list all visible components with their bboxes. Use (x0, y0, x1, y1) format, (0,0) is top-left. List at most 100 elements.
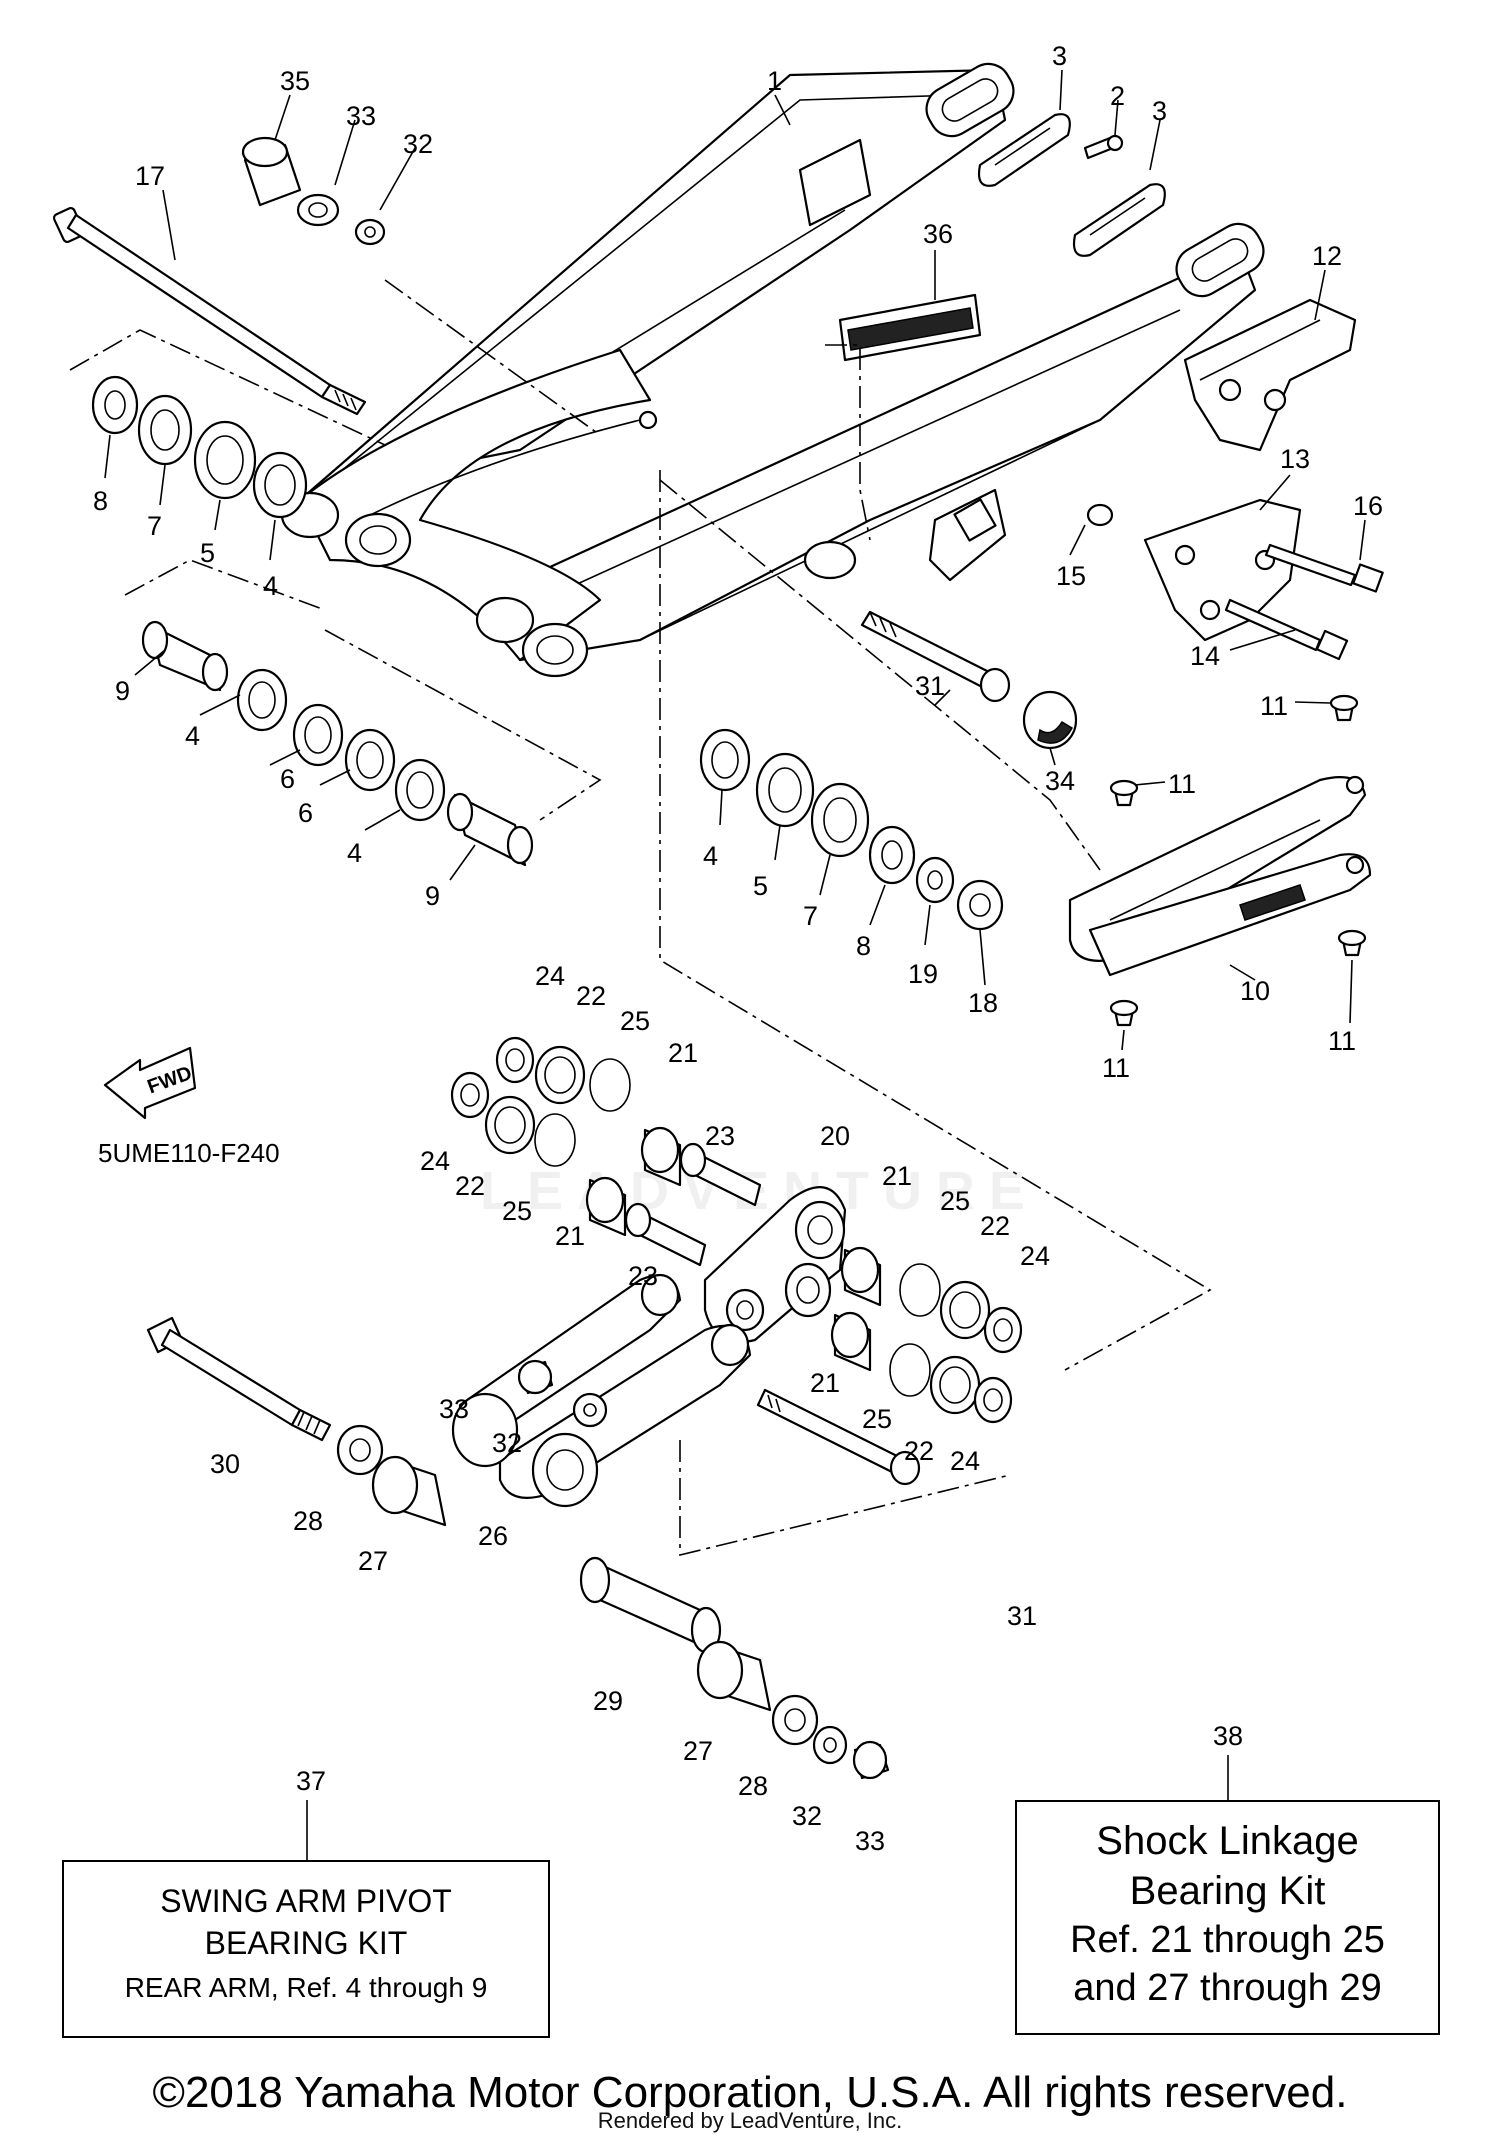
group-boundary-lines (69, 279, 1212, 1557)
callout: 21 (555, 1221, 585, 1251)
callout: 14 (1190, 641, 1220, 671)
callout: 23 (705, 1121, 735, 1151)
diagram-code: 5UME110-F240 (98, 1138, 280, 1168)
callout: 25 (620, 1006, 650, 1036)
callout: 16 (1353, 491, 1383, 521)
kit-38-line3: Ref. 21 through 25 (1070, 1919, 1385, 1961)
callout: 29 (593, 1686, 623, 1716)
callout: 11 (1102, 1053, 1130, 1083)
pivot-bearings-upper (91, 375, 308, 519)
kit-37-line1: SWING ARM PIVOT (160, 1883, 452, 1919)
callout: 33 (346, 101, 376, 131)
pivot-shaft (52, 206, 367, 416)
callout: 4 (185, 721, 200, 751)
callout: 32 (403, 129, 433, 159)
callout: 20 (820, 1121, 850, 1151)
callout: 24 (950, 1446, 980, 1476)
callout: 22 (455, 1171, 485, 1201)
callout: 28 (738, 1771, 768, 1801)
callout: 8 (856, 931, 871, 961)
callout: 36 (923, 219, 953, 249)
callout: 22 (904, 1436, 934, 1466)
callout: 9 (115, 676, 130, 706)
callout: 37 (296, 1766, 326, 1796)
callout: 4 (347, 838, 362, 868)
callout: 24 (420, 1146, 450, 1176)
lower-linkage-hardware (336, 1359, 921, 1780)
chain-adjusters (977, 113, 1166, 257)
kit-38-line2: Bearing Kit (1129, 1869, 1326, 1913)
callout: 15 (1056, 561, 1086, 591)
kit-38-line4: and 27 through 29 (1073, 1967, 1382, 2009)
callout: 9 (425, 881, 440, 911)
callout: 4 (703, 841, 718, 871)
callout: 24 (1020, 1241, 1050, 1271)
callout: 27 (683, 1736, 713, 1766)
relay-arm (703, 1186, 847, 1344)
leader-lines (104, 69, 1366, 1051)
callout: 6 (280, 764, 295, 794)
callout: 12 (1312, 241, 1342, 271)
upper-relay-bolt (860, 610, 1078, 750)
callout: 21 (882, 1161, 912, 1191)
chain-slider (1068, 775, 1372, 977)
callout: 33 (439, 1394, 469, 1424)
callout: 2 (1110, 81, 1125, 111)
callout: 22 (576, 981, 606, 1011)
callout: 25 (502, 1196, 532, 1226)
callout: 31 (915, 671, 945, 701)
callout: 32 (792, 1801, 822, 1831)
callout: 25 (862, 1404, 892, 1434)
callout: 5 (200, 538, 215, 568)
callout: 11 (1328, 1026, 1356, 1056)
callout: 35 (280, 66, 310, 96)
callout: 34 (1045, 766, 1075, 796)
callout: 7 (147, 511, 162, 541)
copyright-notice: ©2018 Yamaha Motor Corporation, U.S.A. A… (152, 2068, 1348, 2117)
callout: 17 (135, 161, 165, 191)
lower-bolt (146, 1316, 332, 1442)
callout: 32 (492, 1428, 522, 1458)
callout: 21 (668, 1038, 698, 1068)
rendered-by-credit: Rendered by LeadVenture, Inc. (597, 2108, 903, 2133)
callout: 5 (753, 871, 768, 901)
kit-37-line3: REAR ARM, Ref. 4 through 9 (124, 1972, 488, 2003)
fwd-arrow-icon: FWD (103, 1046, 197, 1120)
label-decal-part (838, 293, 982, 362)
slider-screws (1109, 694, 1367, 1027)
callout: 13 (1280, 444, 1310, 474)
callout: 23 (628, 1261, 658, 1291)
callout: 24 (535, 961, 565, 991)
callout: 1 (767, 66, 782, 96)
callout: 19 (908, 959, 938, 989)
callout: 10 (1240, 976, 1270, 1006)
shock-linkage-kit-box: Shock Linkage Bearing Kit Ref. 21 throug… (1015, 1800, 1440, 2035)
kit-37-line2: BEARING KIT (204, 1925, 408, 1961)
callout: 11 (1168, 769, 1196, 799)
callout: 30 (210, 1449, 240, 1479)
top-bushing-nut-washer (241, 136, 386, 246)
callout: 11 (1260, 691, 1288, 721)
callout: 33 (855, 1826, 885, 1856)
callout: 4 (263, 571, 278, 601)
callout: 7 (803, 901, 818, 931)
relay-arm-bearings (699, 728, 1004, 931)
swing-arm-pivot-kit-box: SWING ARM PIVOT BEARING KIT REAR ARM, Re… (62, 1860, 550, 2038)
callout: 3 (1052, 41, 1067, 71)
callout: 6 (298, 798, 313, 828)
callout: 21 (810, 1368, 840, 1398)
callout: 22 (980, 1211, 1010, 1241)
callout: 28 (293, 1506, 323, 1536)
callout: 27 (358, 1546, 388, 1576)
linkage-bearing-set (450, 1036, 1023, 1424)
callout: 18 (968, 988, 998, 1018)
callout-numbers: 1 2 3 3 4 4 4 4 5 5 6 6 7 7 8 8 9 9 10 1… (93, 41, 1383, 1856)
chain-guide-assy (1086, 298, 1384, 661)
callout: 26 (478, 1521, 508, 1551)
callout: 3 (1152, 96, 1167, 126)
callout: 8 (93, 486, 108, 516)
callout: 38 (1213, 1721, 1243, 1751)
kit-38-line1: Shock Linkage (1096, 1819, 1359, 1863)
callout: 25 (940, 1186, 970, 1216)
